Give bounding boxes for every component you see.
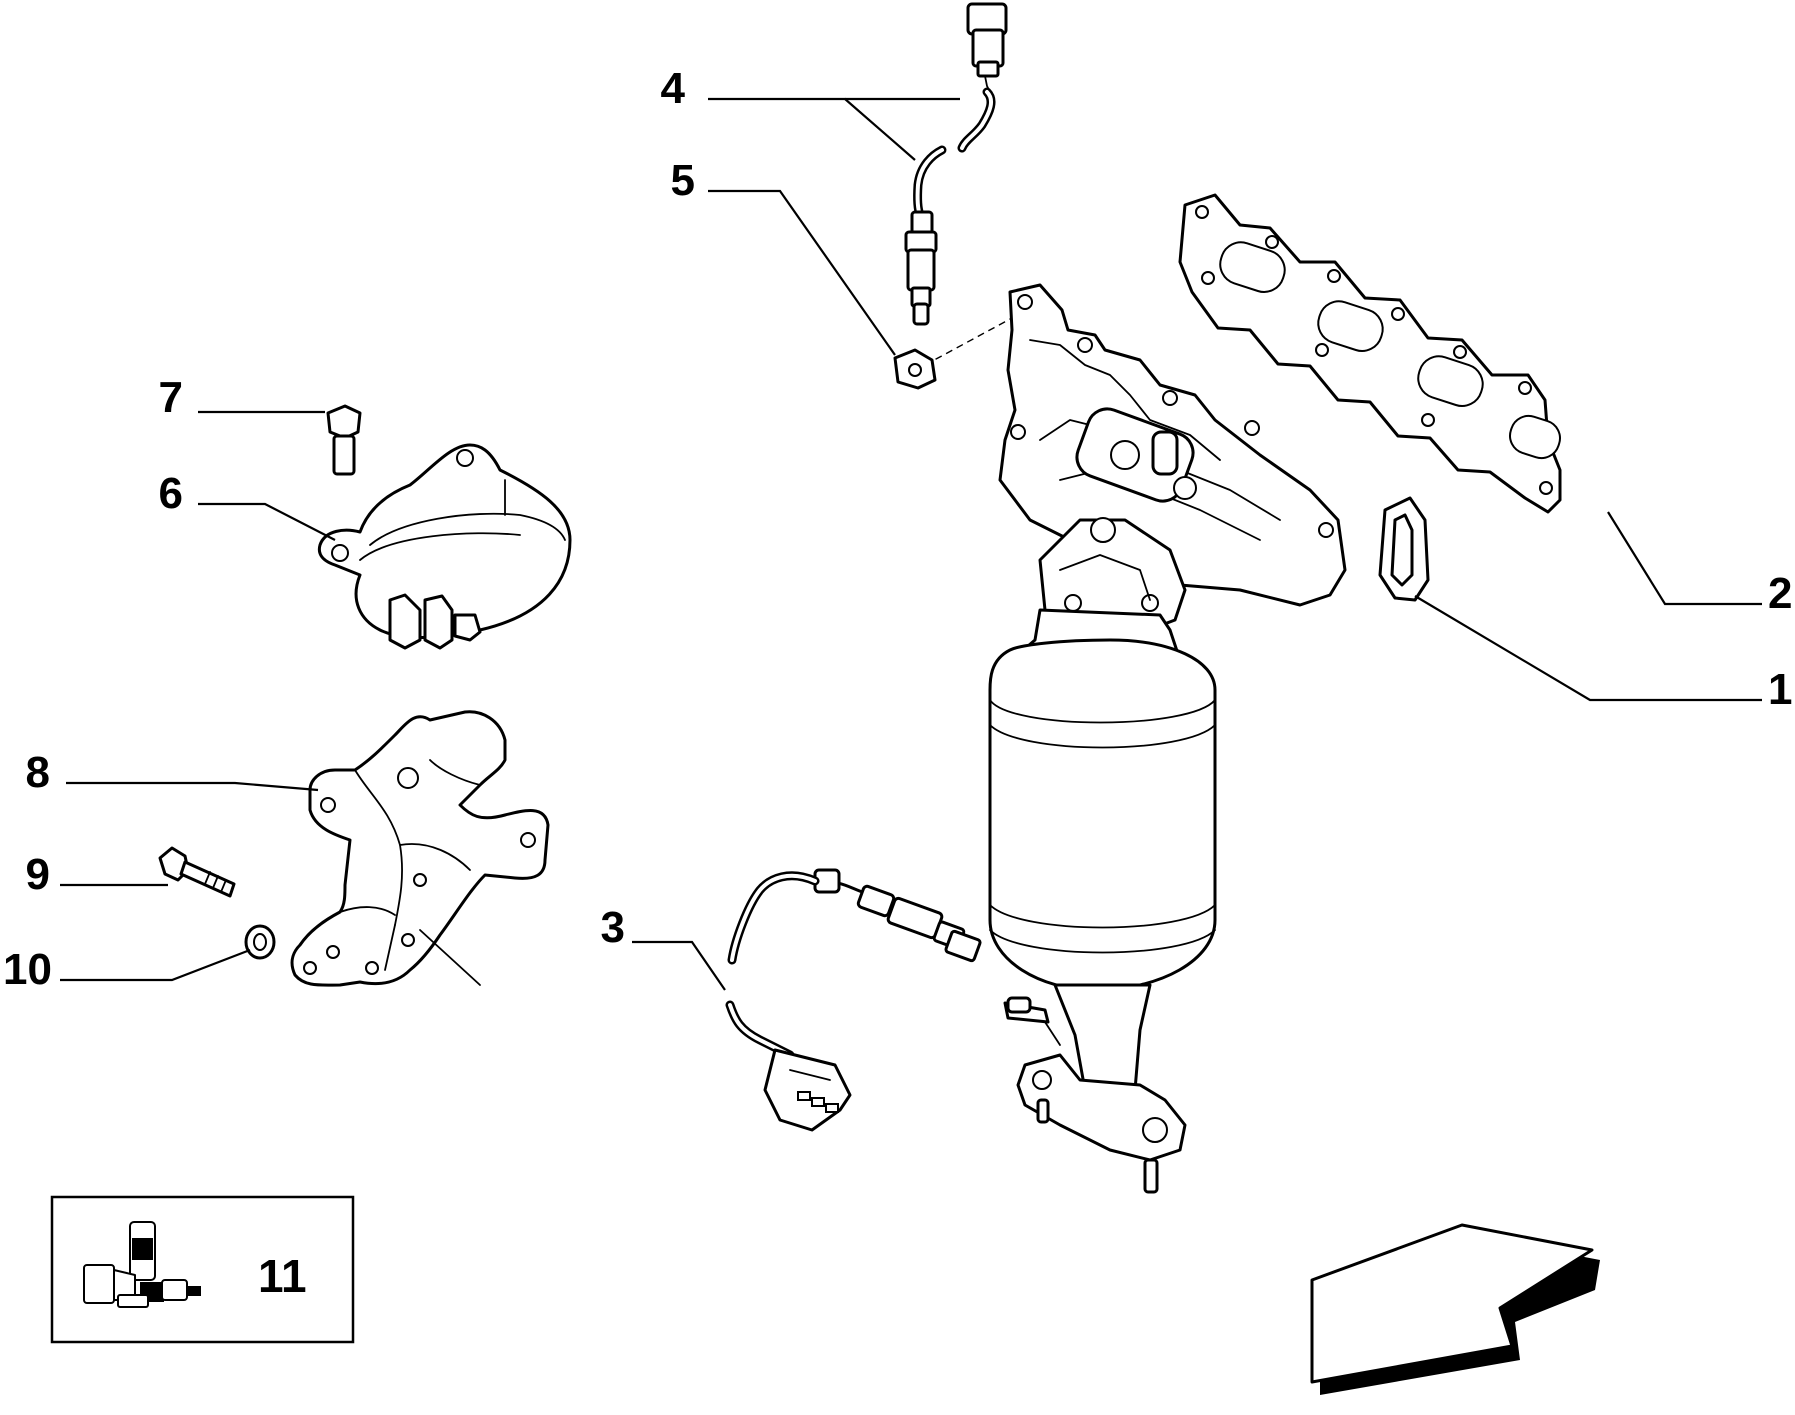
- part-9-long-bolt: [158, 846, 236, 898]
- callout-2: 2: [1768, 569, 1792, 618]
- part-8-bracket: [290, 710, 550, 987]
- leader-lines: [60, 97, 1762, 991]
- sealant-kit-icon: [83, 1221, 201, 1308]
- callout-8: 8: [26, 748, 50, 797]
- kit-box-11: 11: [50, 1195, 355, 1344]
- part-3-lower-oxygen-sensor: [725, 868, 982, 1132]
- direction-arrow-icon: [1310, 1223, 1600, 1395]
- callout-11: 11: [258, 1250, 307, 1302]
- part-2-manifold-gasket: [1178, 193, 1562, 514]
- part-1-manifold-catalytic-converter: [924, 283, 1430, 1194]
- part-6-clamp: [317, 443, 572, 650]
- callout-9: 9: [26, 850, 50, 899]
- callout-5: 5: [671, 156, 695, 205]
- callout-4: 4: [661, 64, 686, 113]
- callout-1: 1: [1768, 665, 1792, 714]
- part-4-upper-oxygen-sensor: [904, 2, 1008, 326]
- callout-3: 3: [601, 903, 625, 952]
- part-10-washer: [244, 924, 276, 960]
- callout-labels: 4 5 7 6 8 9 10 3 1 2: [3, 64, 1792, 994]
- callout-10: 10: [3, 945, 52, 994]
- callout-6: 6: [159, 469, 183, 518]
- part-7-bolt: [326, 404, 362, 476]
- part-5-nut: [893, 348, 937, 390]
- callout-7: 7: [159, 373, 183, 422]
